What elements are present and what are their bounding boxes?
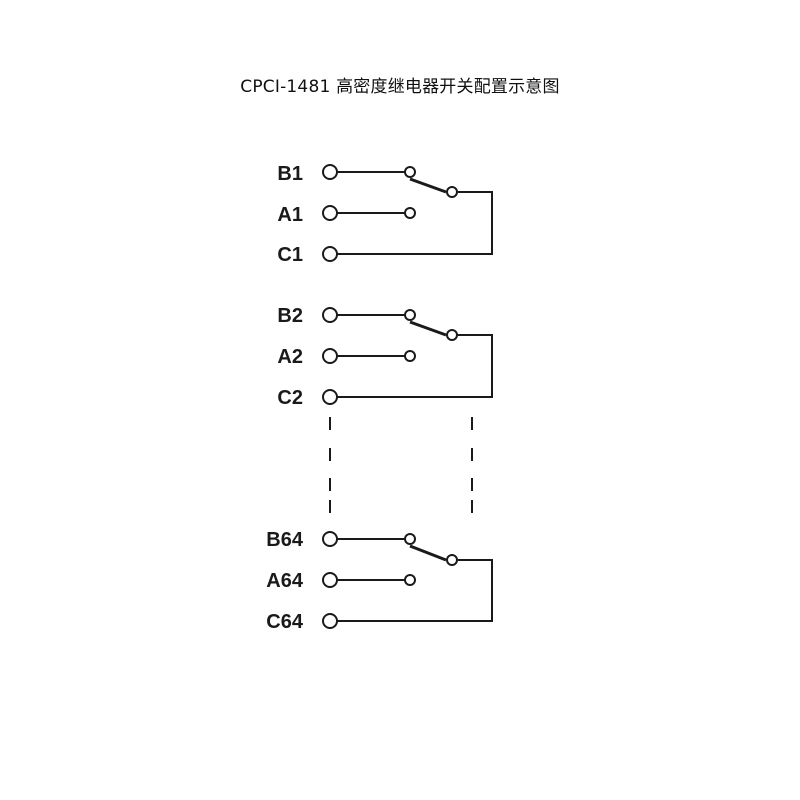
pin-label-b1: B1 xyxy=(277,163,303,185)
pin-label-c64: C64 xyxy=(266,611,304,633)
relay-1: B1 A1 C1 xyxy=(277,163,493,266)
continuation-dashes xyxy=(329,417,473,513)
wire-c64-common xyxy=(337,559,493,622)
terminal-c1 xyxy=(322,246,338,262)
pin-label-b2: B2 xyxy=(277,305,303,327)
diagram-title: CPCI-1481 高密度继电器开关配置示意图 xyxy=(240,77,560,97)
switch-arm-1 xyxy=(409,177,447,194)
switch-arm-2 xyxy=(409,320,447,337)
terminal-c64 xyxy=(322,613,338,629)
terminal-b2 xyxy=(322,307,338,323)
contact-b1 xyxy=(404,166,416,178)
contact-b64 xyxy=(404,533,416,545)
contact-a2 xyxy=(404,350,416,362)
terminal-a1 xyxy=(322,205,338,221)
wire-c2-common xyxy=(337,334,493,398)
pin-label-c1: C1 xyxy=(277,244,303,266)
pin-label-a1: A1 xyxy=(277,204,303,226)
switch-arm-64 xyxy=(409,544,447,562)
contact-common-2 xyxy=(446,329,458,341)
relay-64: B64 A64 C64 xyxy=(266,529,493,633)
contact-b2 xyxy=(404,309,416,321)
terminal-c2 xyxy=(322,389,338,405)
terminal-a2 xyxy=(322,348,338,364)
terminal-b64 xyxy=(322,531,338,547)
pin-label-a64: A64 xyxy=(266,570,304,592)
pin-label-c2: C2 xyxy=(277,387,303,409)
wire-c1-common xyxy=(337,191,493,255)
terminal-b1 xyxy=(322,164,338,180)
terminal-a64 xyxy=(322,572,338,588)
contact-common-1 xyxy=(446,186,458,198)
pin-label-a2: A2 xyxy=(277,346,303,368)
contact-common-64 xyxy=(446,554,458,566)
contact-a1 xyxy=(404,207,416,219)
contact-a64 xyxy=(404,574,416,586)
pin-label-b64: B64 xyxy=(266,529,304,551)
relay-2: B2 A2 C2 xyxy=(277,305,493,409)
